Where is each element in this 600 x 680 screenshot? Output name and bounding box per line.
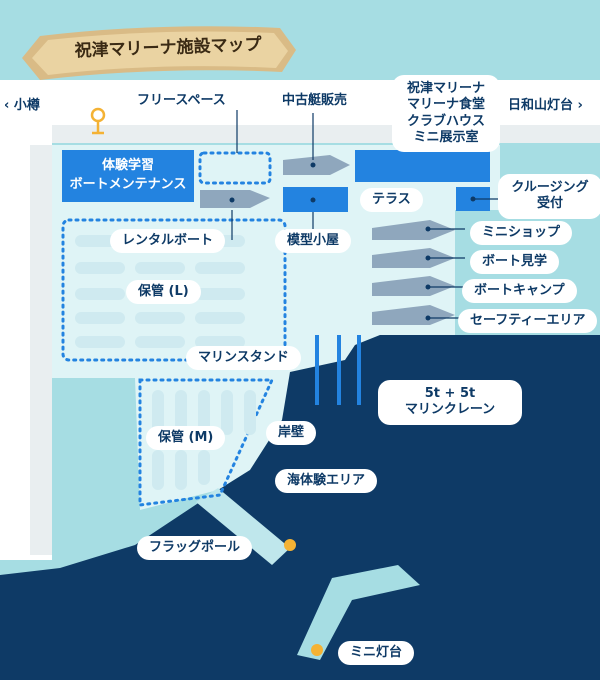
rental-boat [200, 190, 270, 208]
label-storage-l[interactable]: 保管 (L) [126, 280, 201, 305]
label-boat-camp[interactable]: ボートキャンプ [462, 279, 577, 304]
label-clubhouse[interactable]: 祝津マリーナ マリーナ食堂 クラブハウス ミニ展示室 [392, 75, 500, 152]
clubhouse-line-2: マリーナ食堂 [406, 97, 485, 113]
crane-rail-2 [337, 335, 341, 405]
boat-2 [372, 248, 455, 268]
leader-dot-5 [425, 315, 431, 321]
label-model-hut[interactable]: 模型小屋 [275, 229, 352, 254]
label-safety-area[interactable]: セーフティーエリア [458, 309, 598, 334]
clubhouse-line-4: ミニ展示室 [413, 129, 479, 145]
crane-rail-1 [315, 335, 319, 405]
flagpole-marker[interactable] [284, 539, 296, 551]
pier-flagpole [196, 488, 290, 565]
clubhouse-line-1: 祝津マリーナ [406, 81, 485, 96]
label-storage-m[interactable]: 保管 (M) [146, 426, 226, 451]
label-mini-lighthouse[interactable]: ミニ灯台 [338, 641, 415, 666]
taiken-line-1: 体験学習 [101, 158, 154, 174]
label-marine-crane[interactable]: 5t + 5t マリンクレーン [378, 380, 522, 425]
location-pin-icon [90, 107, 106, 135]
cruising-line-2: 受付 [536, 196, 563, 212]
model-hut-block [283, 187, 348, 212]
leader-dot-1 [310, 162, 316, 168]
leader-dot-3 [425, 255, 431, 261]
cruising-line-1: クルージング [511, 180, 589, 195]
label-marine-stand[interactable]: マリンスタンド [186, 346, 301, 371]
road-left-text: 小樽 [13, 98, 40, 113]
road-right-text: 日和山灯台 [508, 98, 574, 113]
clubhouse-block [355, 150, 490, 182]
storage-m-area [138, 378, 275, 507]
lighthouse-marker[interactable] [311, 644, 323, 656]
storage-l-area [61, 218, 287, 362]
leader-dot-4 [425, 284, 431, 290]
leader-dot-7 [229, 197, 235, 203]
road-label-hiyoriyama[interactable]: 日和山灯台 › [508, 98, 583, 113]
pier-lighthouse [297, 565, 420, 660]
label-quay[interactable]: 岸壁 [266, 421, 317, 446]
used-boat [283, 155, 350, 175]
label-flagpole[interactable]: フラッグポール [137, 536, 253, 561]
label-mini-shop[interactable]: ミニショップ [470, 221, 573, 246]
label-terrace[interactable]: テラス [360, 188, 423, 213]
label-cruising[interactable]: クルージング 受付 [498, 174, 600, 219]
free-space-area [198, 151, 272, 185]
taiken-area[interactable]: 体験学習ボートメンテナンス [62, 150, 194, 202]
crane-line-1: 5t + 5t [424, 386, 476, 401]
left-road-edge [30, 145, 52, 555]
crane-line-2: マリンクレーン [404, 402, 496, 418]
road-edge [52, 125, 600, 143]
label-boat-kengaku[interactable]: ボート見学 [470, 250, 560, 275]
storage-m-boats [152, 390, 256, 490]
road-label-otaru[interactable]: ‹ 小樽 [4, 98, 40, 113]
title-ribbon-inner [32, 31, 288, 75]
leader-dot-2 [425, 226, 431, 232]
leader-dot-8 [310, 197, 316, 203]
label-rental-boat[interactable]: レンタルボート [110, 229, 226, 254]
label-sea-experience[interactable]: 海体験エリア [275, 469, 378, 494]
leader-lines [231, 110, 500, 319]
label-free-space[interactable]: フリースペース [125, 89, 238, 114]
boat-4 [372, 305, 455, 325]
clubhouse-line-3: クラブハウス [406, 113, 485, 129]
crane-rail-3 [357, 335, 361, 405]
label-used-boat[interactable]: 中古艇販売 [270, 89, 360, 114]
taiken-line-2: ボートメンテナンス [69, 177, 187, 192]
boat-3 [372, 276, 455, 296]
boat-1 [372, 220, 455, 240]
leader-dot-6 [470, 196, 476, 202]
